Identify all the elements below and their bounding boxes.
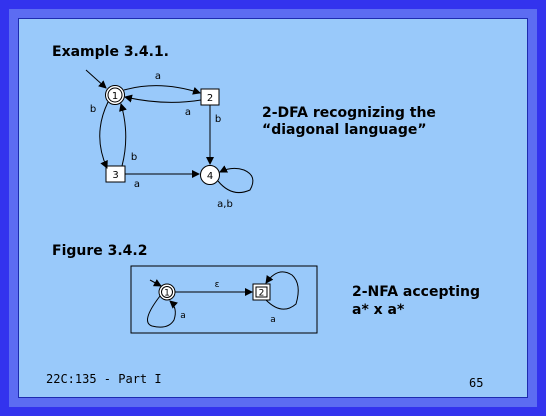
nfa-description-line2: a* x a* xyxy=(352,302,405,318)
dfa-state-2-label: 2 xyxy=(207,93,213,104)
dfa-edge-2-4-label: b xyxy=(215,114,221,125)
dfa-edge-1-3-label: b xyxy=(90,104,96,115)
nfa-edge-1-1-label: a xyxy=(180,311,186,321)
nfa-edge-2-2 xyxy=(265,271,299,310)
nfa-state-2: 2 xyxy=(252,283,271,301)
dfa-state-2: 2 xyxy=(200,88,220,106)
example-title: Example 3.4.1. xyxy=(52,44,169,60)
dfa-state-1-label: 1 xyxy=(112,91,118,102)
nfa-description-line1: 2-NFA accepting xyxy=(352,284,480,300)
page-number: 65 xyxy=(469,376,484,390)
dfa-start-arrow xyxy=(85,69,107,89)
dfa-state-3-label: 3 xyxy=(112,170,118,181)
figure-title: Figure 3.4.2 xyxy=(52,243,148,259)
nfa-state-1-label: 1 xyxy=(164,289,170,299)
dfa-edge-1-3 xyxy=(99,101,109,169)
dfa-state-1: 1 xyxy=(105,85,125,105)
dfa-description-line1: 2-DFA recognizing the xyxy=(262,105,436,121)
course-label: 22C:135 - Part I xyxy=(46,372,162,386)
dfa-edge-2-1 xyxy=(124,94,202,103)
nfa-diagram: 1 2 ε a a xyxy=(130,265,318,334)
dfa-description-line2: “diagonal language” xyxy=(262,122,427,138)
dfa-edge-3-1 xyxy=(119,103,127,167)
dfa-edge-4-4 xyxy=(217,165,254,193)
dfa-edge-3-4-label: a xyxy=(134,179,140,190)
nfa-state-1: 1 xyxy=(158,283,176,301)
nfa-box xyxy=(130,265,318,334)
nfa-edge-1-1 xyxy=(147,295,178,328)
nfa-start-arrow xyxy=(149,279,162,287)
nfa-state-2-label: 2 xyxy=(259,289,265,299)
dfa-edge-4-4-label: a,b xyxy=(217,199,233,210)
dfa-edge-3-1-label: b xyxy=(131,152,137,163)
dfa-state-3: 3 xyxy=(105,165,126,183)
nfa-edge-1-2-label: ε xyxy=(215,280,220,290)
dfa-edge-2-1-label: a xyxy=(185,107,191,118)
dfa-edge-1-2-label: a xyxy=(155,71,161,82)
dfa-diagram: 1 2 3 4 a a b b b a a,b xyxy=(85,69,254,210)
dfa-edge-1-2 xyxy=(123,85,201,95)
dfa-state-4-label: 4 xyxy=(207,171,213,182)
dfa-state-4: 4 xyxy=(200,165,220,185)
nfa-edge-2-2-label: a xyxy=(270,315,276,325)
